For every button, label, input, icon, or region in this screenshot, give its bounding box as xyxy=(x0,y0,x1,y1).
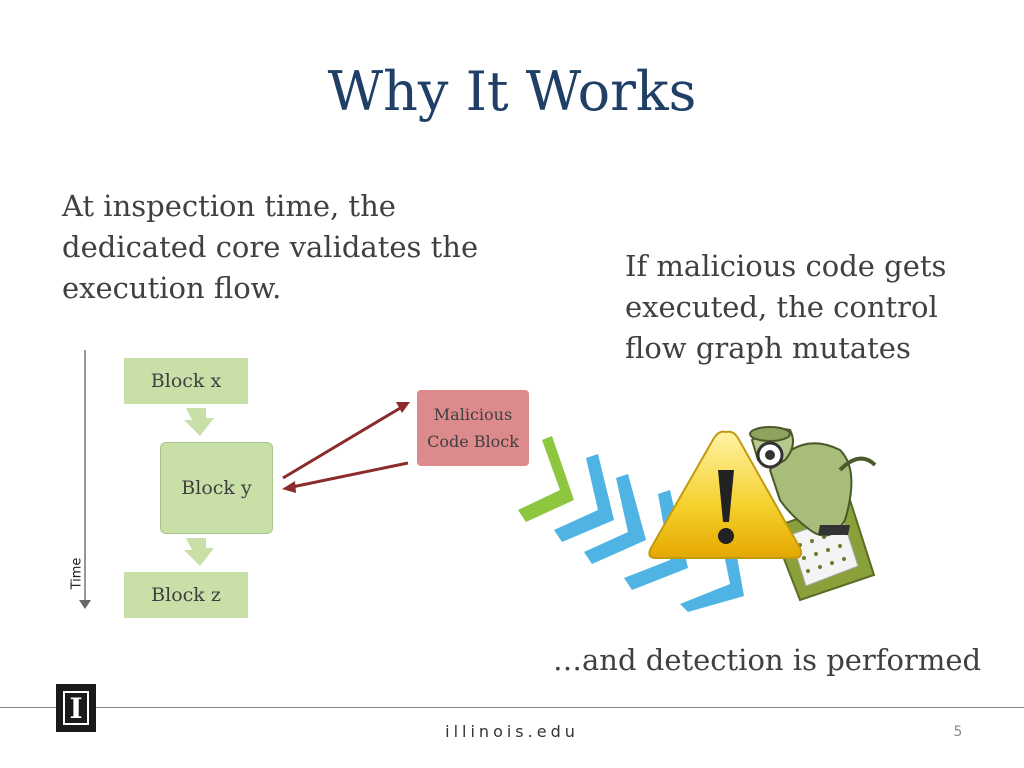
detective-magnifier-icon xyxy=(749,426,877,537)
time-axis-arrowhead xyxy=(79,600,91,609)
left-paragraph: At inspection time, the dedicated core v… xyxy=(62,189,479,305)
red-arrow-to-malicious xyxy=(282,402,410,480)
flow-arrow-x-to-y xyxy=(184,408,214,436)
right-paragraph: If malicious code gets executed, the con… xyxy=(625,249,947,365)
footer-divider xyxy=(0,707,1024,708)
block-y: Block y xyxy=(160,442,273,534)
page-number: 5 xyxy=(953,724,963,740)
block-x: Block x xyxy=(124,358,248,404)
time-axis-label: Time xyxy=(69,557,85,590)
logo-letter: I xyxy=(63,691,89,725)
malicious-code-block: Malicious Code Block xyxy=(417,390,529,466)
red-arrow-back-to-block-y xyxy=(282,461,409,493)
flow-arrow-y-to-z xyxy=(184,538,214,566)
warning-triangle-icon xyxy=(648,430,803,559)
illinois-logo-icon: I xyxy=(56,684,96,732)
bottom-paragraph: …and detection is performed xyxy=(553,643,982,677)
footer-url: illinois.edu xyxy=(445,722,579,741)
malicious-label-line2: Code Block xyxy=(427,432,519,451)
slide-title: Why It Works xyxy=(327,60,697,123)
block-z: Block z xyxy=(124,572,248,618)
malicious-label-line1: Malicious xyxy=(433,405,513,424)
